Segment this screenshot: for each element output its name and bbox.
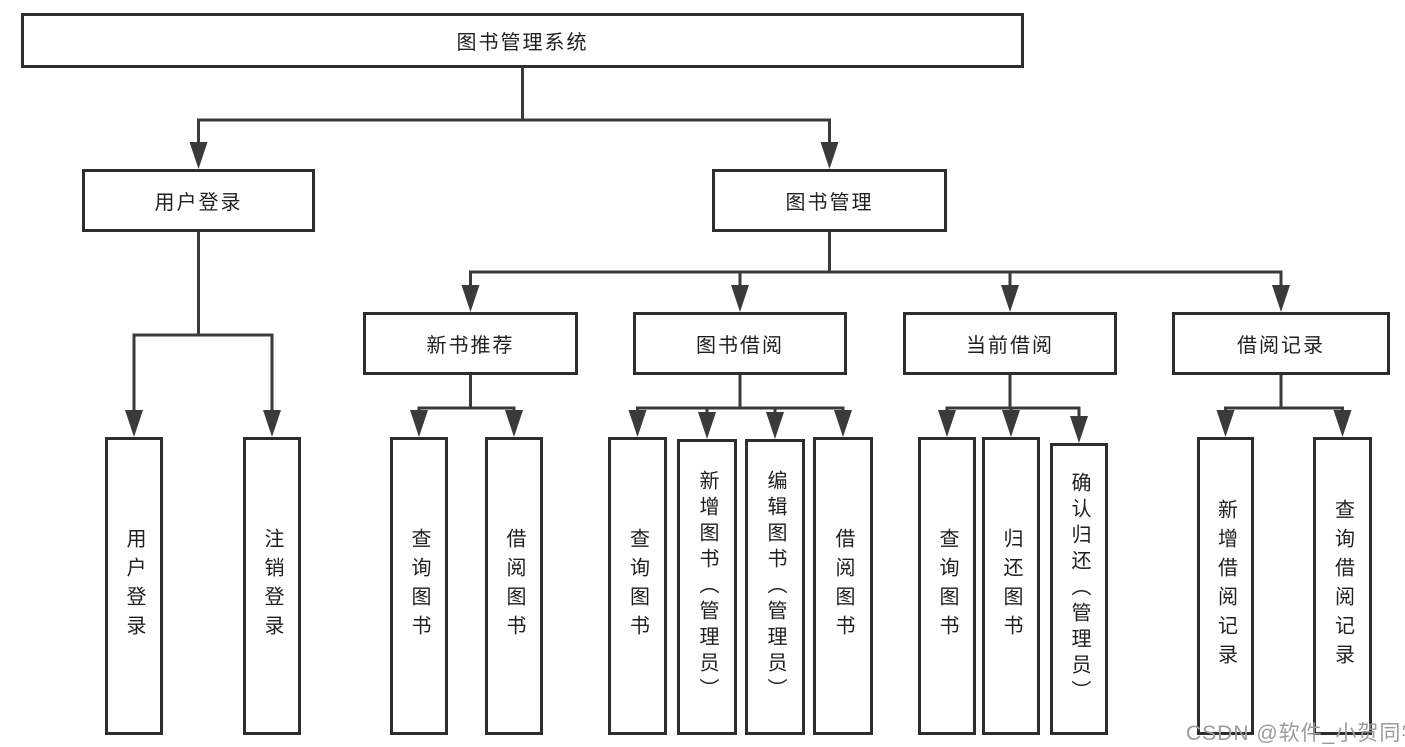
leaf-user-login: 用户登录: [105, 437, 163, 735]
leaf-record-query-label: 查询借阅记录: [1331, 499, 1354, 673]
leaf-current-return: 归还图书: [982, 437, 1040, 735]
connector-current-borrow: [938, 375, 1088, 443]
branch-book-management: 图书管理: [712, 169, 947, 232]
leaf-borrow-add-admin: 新增图书（管理员）: [677, 439, 737, 735]
leaf-borrow-query: 查询图书: [608, 437, 667, 735]
leaf-newbook-query: 查询图书: [390, 437, 448, 735]
leaf-newbook-borrow: 借阅图书: [485, 437, 543, 735]
root-node: 图书管理系统: [21, 13, 1024, 68]
leaf-current-confirm-admin: 确认归还（管理员）: [1050, 443, 1108, 735]
connector-new-book: [410, 375, 523, 437]
root-node-label: 图书管理系统: [456, 32, 589, 54]
leaf-record-query: 查询借阅记录: [1313, 437, 1372, 735]
leaf-borrow-edit-admin-label: 编辑图书（管理员）: [764, 470, 786, 704]
leaf-current-confirm-admin-label: 确认归还（管理员）: [1068, 472, 1090, 706]
leaf-user-login-label: 用户登录: [123, 528, 145, 644]
connector-root: [189, 68, 839, 169]
leaf-current-query-label: 查询图书: [936, 528, 958, 644]
branch-user-login: 用户登录: [82, 169, 315, 232]
node-borrow-record-label: 借阅记录: [1237, 335, 1325, 357]
leaf-logout-label: 注销登录: [261, 528, 283, 644]
leaf-record-add: 新增借阅记录: [1197, 437, 1254, 735]
leaf-logout: 注销登录: [243, 437, 301, 735]
branch-user-login-label: 用户登录: [154, 192, 243, 214]
node-book-borrow-label: 图书借阅: [696, 335, 784, 357]
node-current-borrow: 当前借阅: [903, 312, 1117, 375]
connector-user-login: [125, 232, 281, 437]
node-new-book-recommend: 新书推荐: [363, 312, 578, 375]
leaf-borrow-query-label: 查询图书: [626, 528, 649, 644]
leaf-current-query: 查询图书: [918, 437, 976, 735]
node-borrow-record: 借阅记录: [1172, 312, 1390, 375]
leaf-borrow-add-admin-label: 新增图书（管理员）: [696, 470, 718, 704]
leaf-current-return-label: 归还图书: [1000, 528, 1022, 644]
node-current-borrow-label: 当前借阅: [966, 335, 1054, 357]
connector-borrow-record: [1216, 375, 1352, 437]
node-new-book-recommend-label: 新书推荐: [426, 335, 515, 357]
leaf-borrow-borrow: 借阅图书: [813, 437, 873, 735]
node-book-borrow: 图书借阅: [633, 312, 847, 375]
connector-book-borrow: [628, 375, 852, 439]
leaf-newbook-query-label: 查询图书: [408, 528, 430, 644]
leaf-borrow-edit-admin: 编辑图书（管理员）: [745, 439, 805, 735]
leaf-borrow-borrow-label: 借阅图书: [832, 528, 854, 644]
leaf-newbook-borrow-label: 借阅图书: [503, 528, 525, 644]
branch-book-management-label: 图书管理: [785, 192, 874, 214]
leaf-record-add-label: 新增借阅记录: [1214, 499, 1237, 673]
connector-book-management: [461, 232, 1290, 312]
watermark-csdn: CSDN @软件_小贺同学: [1186, 722, 1405, 745]
